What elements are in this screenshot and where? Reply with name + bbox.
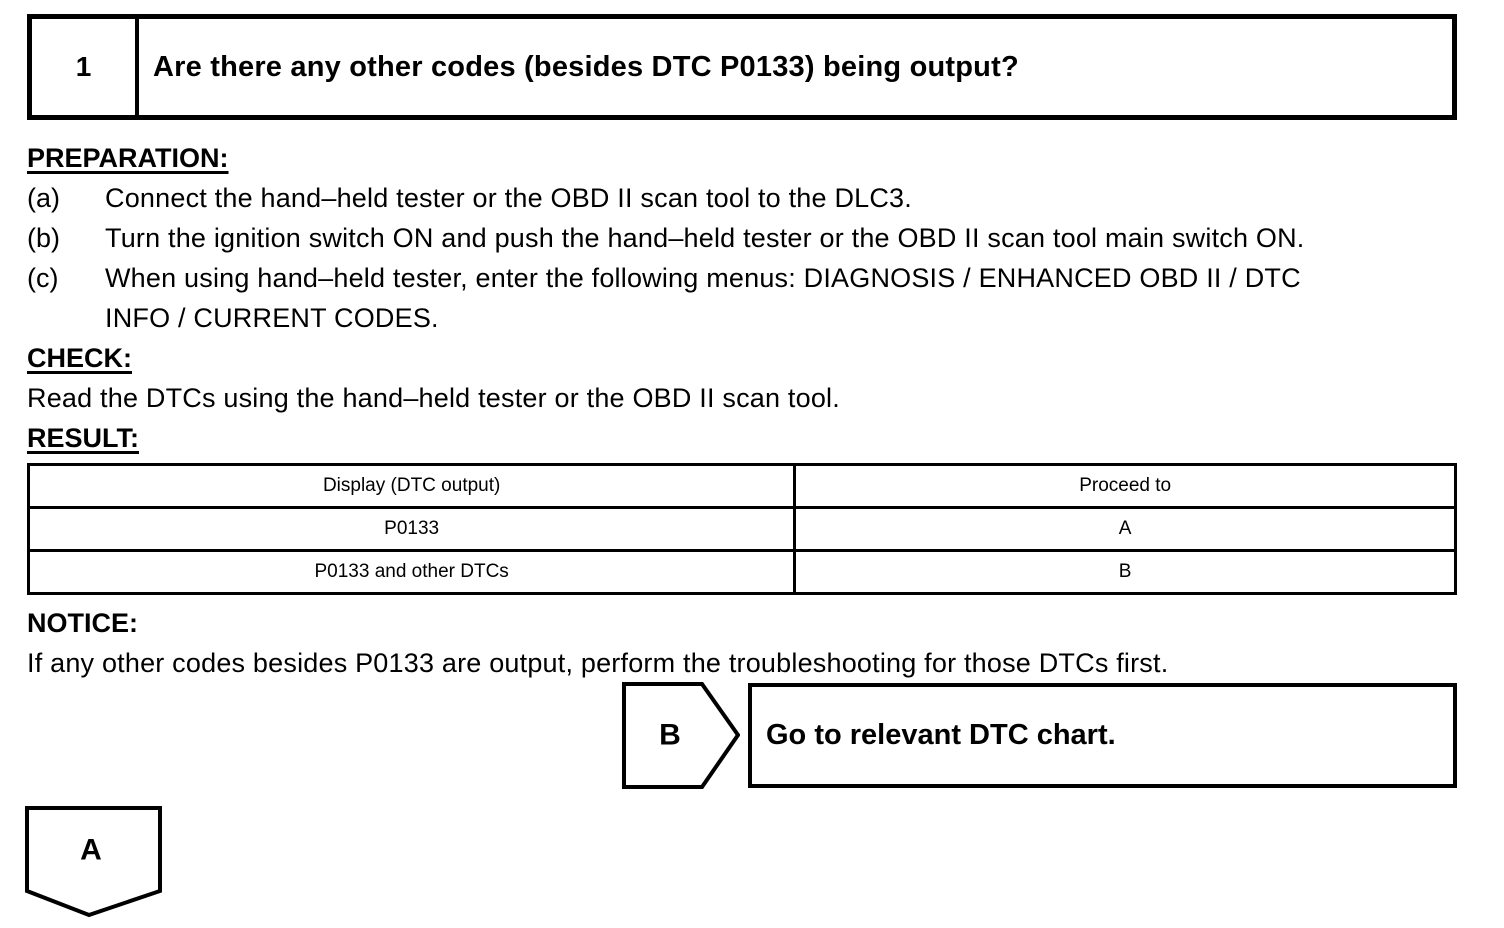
- step-question: Are there any other codes (besides DTC P…: [153, 50, 1019, 83]
- branch-a-row: A: [25, 806, 1457, 923]
- list-item-c-label: (c): [27, 263, 59, 293]
- result-cell-display-2: P0133 and other DTCs: [26, 549, 797, 595]
- list-item-b-text: Turn the ignition switch ON and push the…: [105, 223, 1305, 253]
- list-item-c-line-1: When using hand–held tester, enter the f…: [105, 263, 1301, 293]
- result-cell-proceed-1: A: [793, 506, 1457, 552]
- branch-b-row: B Go to relevant DTC chart.: [27, 682, 1457, 790]
- branch-b-connector-icon: B: [622, 682, 740, 789]
- check-text: Read the DTCs using the hand–held tester…: [27, 383, 840, 413]
- list-item-b: (b) Turn the ignition switch ON and push…: [27, 218, 1457, 258]
- list-item-c: (c) When using hand–held tester, enter t…: [27, 258, 1457, 338]
- list-item-a-label: (a): [27, 183, 60, 213]
- notice-heading: NOTICE:: [27, 608, 138, 638]
- page-content: 1 Are there any other codes (besides DTC…: [25, 0, 1457, 923]
- table-row: P0133 and other DTCs B: [26, 549, 1457, 595]
- branch-b-label: B: [659, 719, 681, 752]
- list-item-a: (a) Connect the hand–held tester or the …: [27, 178, 1457, 218]
- branch-b-action-box: Go to relevant DTC chart.: [748, 683, 1457, 788]
- preparation-heading: PREPARATION:: [27, 143, 229, 173]
- result-table-header-proceed: Proceed to: [793, 463, 1457, 509]
- list-item-c-text: When using hand–held tester, enter the f…: [105, 258, 1457, 338]
- list-item-b-label: (b): [27, 223, 60, 253]
- table-row: P0133 A: [26, 506, 1457, 552]
- result-cell-proceed-2: B: [793, 549, 1457, 595]
- result-heading: RESULT:: [27, 423, 139, 453]
- branch-a-connector-icon: A: [25, 806, 162, 918]
- branch-a-label: A: [80, 834, 102, 867]
- result-table-header-row: Display (DTC output) Proceed to: [26, 463, 1457, 509]
- check-heading: CHECK:: [27, 343, 132, 373]
- step-number: 1: [32, 19, 139, 115]
- result-table-header-display: Display (DTC output): [26, 463, 797, 509]
- notice-text: If any other codes besides P0133 are out…: [27, 648, 1169, 678]
- list-item-c-line-2: INFO / CURRENT CODES.: [105, 303, 439, 333]
- step-header-box: 1 Are there any other codes (besides DTC…: [27, 14, 1457, 120]
- list-item-a-text: Connect the hand–held tester or the OBD …: [105, 183, 912, 213]
- result-cell-display-1: P0133: [26, 506, 797, 552]
- result-table: Display (DTC output) Proceed to P0133 A …: [26, 463, 1457, 595]
